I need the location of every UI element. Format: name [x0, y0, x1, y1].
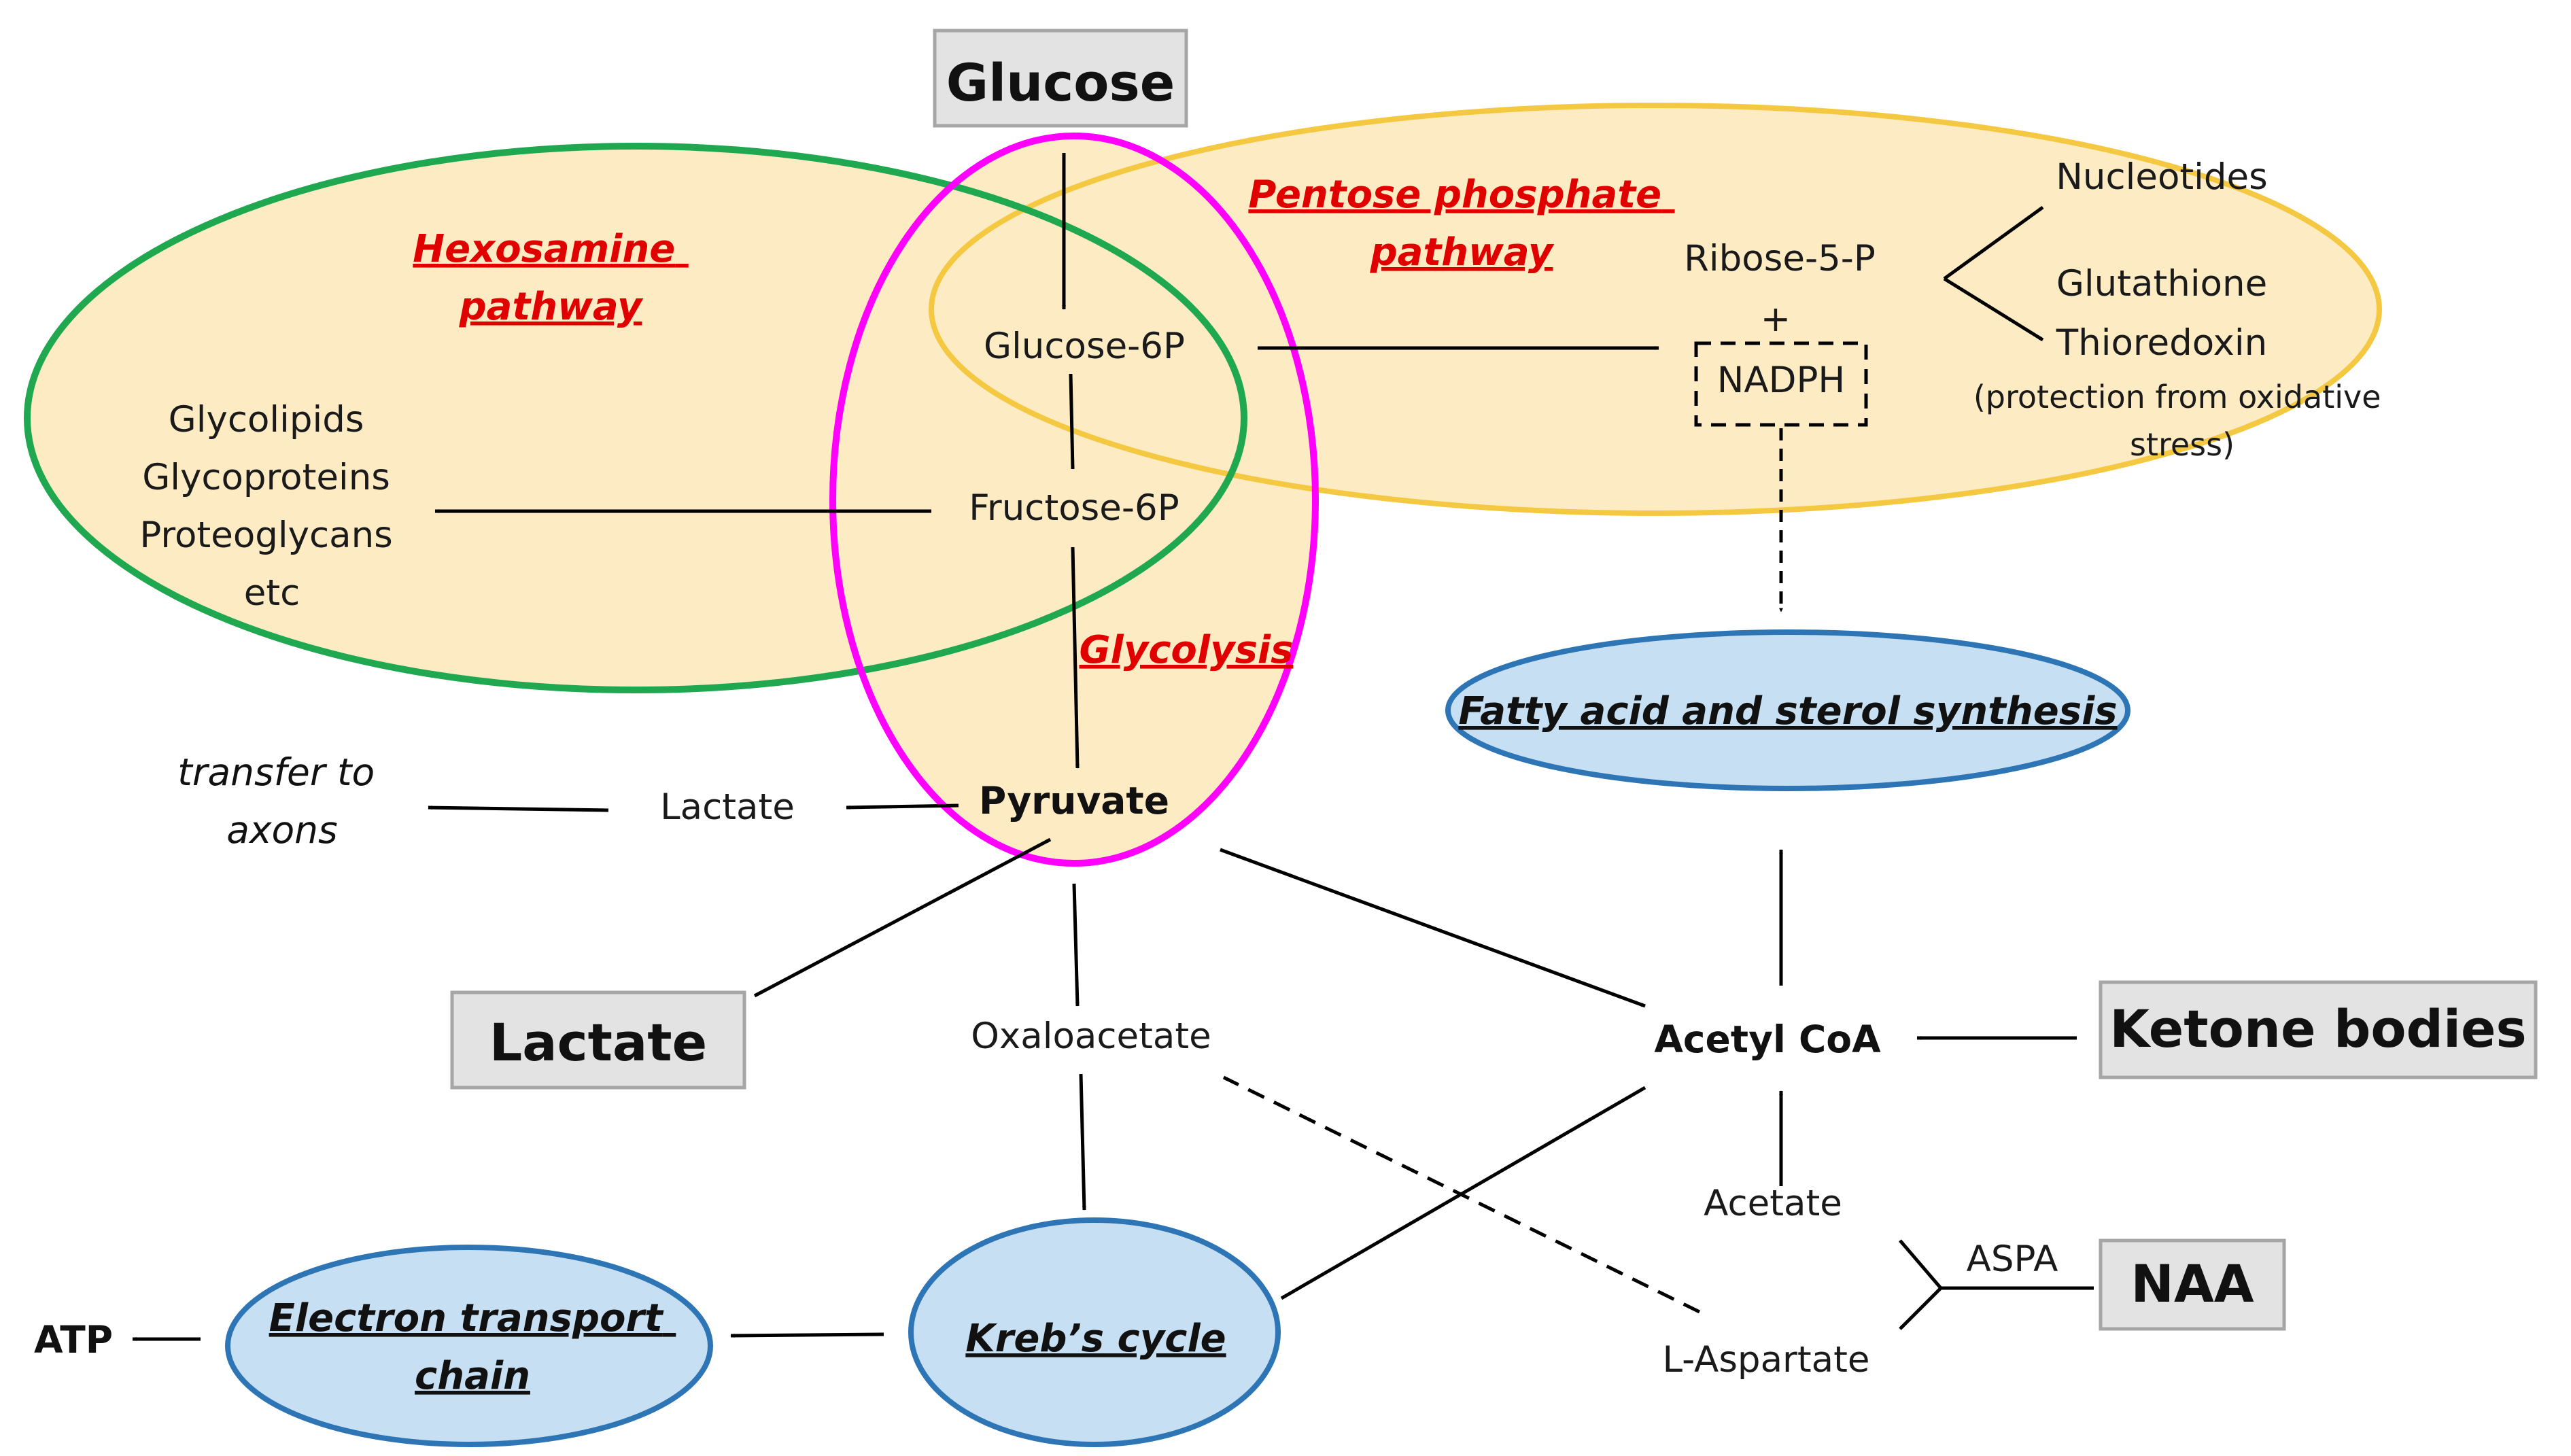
arrow-ribose-to-glutathione: [1943, 277, 2044, 342]
arrow-pyruvate-to-oxaloacetate: [1072, 883, 1080, 1007]
electron-transport-label: Electron transport chain: [269, 1296, 676, 1398]
glycolysis-label: Glycolysis: [1080, 628, 1294, 672]
lactate-label: Lactate: [660, 786, 795, 828]
nadph-box: [1694, 341, 1868, 427]
glycolysis-region: [833, 136, 1315, 863]
line-glucose6p-to-fructose6p: [1069, 373, 1075, 470]
glucose-label: Glucose: [946, 52, 1175, 113]
krebs-cycle-label: Kreb’s cycle: [965, 1317, 1226, 1361]
arrow-lactate-to-transfer: [428, 805, 609, 812]
thioredoxin-label: Thioredoxin: [2056, 322, 2267, 364]
glycolysis-ring: [829, 133, 1319, 867]
l-aspartate-label: L-Aspartate: [1663, 1339, 1870, 1381]
acetyl-coa-label: Acetyl CoA: [1654, 1018, 1881, 1061]
pyruvate-label: Pyruvate: [979, 779, 1169, 822]
transfer-to-axons-label: transfer to axons: [177, 750, 386, 852]
arrow-ribose-to-nucleotides: [1943, 205, 2044, 281]
hexosamine-pathway-label: Hexosamine pathway: [413, 227, 688, 329]
hexosamine-products: Glycolipids Glycoproteins Proteoglycans …: [139, 399, 404, 614]
aspa-enzyme-label: ASPA: [1967, 1238, 2058, 1280]
arrow-aspartate-to-oxaloacetate: [1222, 1075, 1701, 1314]
pentose-phosphate-pathway-label: Pentose phosphate pathway: [1248, 173, 1674, 275]
plus-sign: +: [1761, 298, 1791, 340]
protection-note: (protection from oxidative stress): [1973, 379, 2391, 463]
arrow-aspa-to-aspartate: [1899, 1287, 1942, 1330]
arrow-acetylcoa-to-krebs: [1280, 1086, 1646, 1300]
naa-label: NAA: [2130, 1253, 2254, 1314]
nucleotides-label: Nucleotides: [2056, 156, 2268, 198]
acetate-label: Acetate: [1704, 1183, 1842, 1224]
fatty-acid-synthesis-node: [1445, 629, 2130, 791]
naa-box: [2099, 1238, 2286, 1331]
ketone-bodies-label: Ketone bodies: [2109, 999, 2527, 1059]
fructose-6p-label: Fructose-6P: [969, 487, 1179, 529]
arrow-krebs-to-electron-transport: [730, 1332, 884, 1338]
pentose-phosphate-ring: [929, 103, 2382, 516]
arrow-oxaloacetate-to-krebs: [1079, 1073, 1086, 1211]
arrow-aspa-to-acetate: [1899, 1239, 1942, 1289]
electron-transport-node: [225, 1245, 713, 1447]
hexosamine-ring: [24, 143, 1247, 693]
krebs-cycle-node: [908, 1217, 1281, 1447]
arrow-lactate-box-to-pyruvate: [753, 837, 1052, 998]
oxaloacetate-label: Oxaloacetate: [971, 1016, 1211, 1057]
lactate-input-label: Lactate: [489, 1012, 707, 1073]
ribose-5p-label: Ribose-5-P: [1684, 238, 1876, 279]
glucose-box: [933, 29, 1188, 128]
atp-label: ATP: [34, 1318, 113, 1362]
glutathione-label: Glutathione: [2056, 263, 2267, 305]
arrow-fructose6p-to-pyruvate: [1071, 547, 1080, 769]
arrow-pyruvate-to-acetylcoa: [1220, 848, 1646, 1008]
arrow-pyruvate-to-lactate: [846, 803, 959, 810]
nadph-label: NADPH: [1717, 360, 1846, 401]
glucose-6p-label: Glucose-6P: [984, 326, 1185, 367]
fatty-acid-synthesis-label: Fatty acid and sterol synthesis: [1458, 689, 2117, 733]
lactate-box: [450, 990, 746, 1090]
ketone-bodies-box: [2099, 980, 2538, 1079]
